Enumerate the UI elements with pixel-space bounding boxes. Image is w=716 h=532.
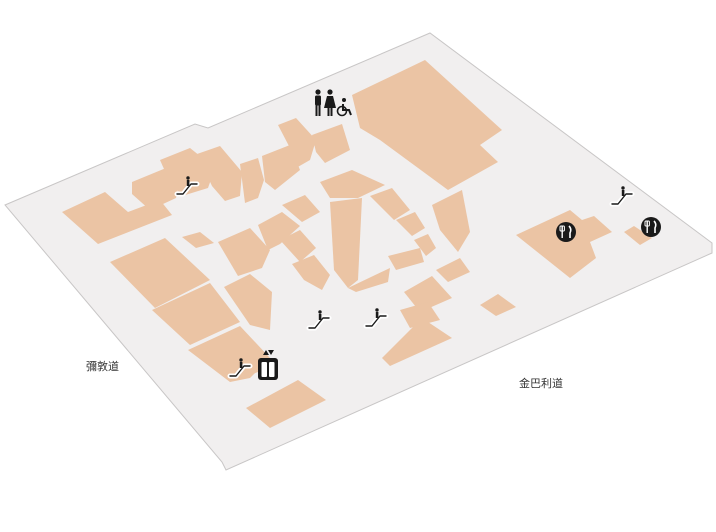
shop-unit[interactable] (110, 238, 210, 308)
escalator-icon[interactable] (306, 310, 332, 331)
shop-unit[interactable] (292, 255, 330, 290)
wheelchair-icon[interactable] (336, 98, 352, 117)
shop-unit[interactable] (62, 192, 172, 244)
shop-unit[interactable] (246, 380, 326, 428)
shop-unit[interactable] (240, 158, 264, 203)
shop-unit[interactable] (414, 234, 436, 256)
shop-unit[interactable] (262, 145, 300, 190)
shop-unit[interactable] (400, 302, 440, 328)
shop-unit[interactable] (330, 198, 362, 288)
shop-unit[interactable] (320, 170, 385, 198)
escalator-icon[interactable] (363, 308, 389, 329)
restaurant-icon[interactable] (556, 222, 576, 242)
shop-unit[interactable] (152, 283, 240, 345)
shop-unit[interactable] (348, 268, 390, 292)
shop-unit[interactable] (432, 190, 470, 252)
shop-unit[interactable] (382, 318, 452, 366)
shop-unit[interactable] (278, 118, 316, 168)
lift-icon[interactable] (258, 350, 278, 380)
shop-unit[interactable] (480, 294, 516, 316)
street-label-kimberley-road: 金巴利道 (519, 377, 563, 390)
restaurant-icon[interactable] (641, 217, 661, 237)
shop-unit[interactable] (388, 248, 424, 270)
shop-unit[interactable] (280, 230, 316, 262)
shop-unit[interactable] (197, 146, 242, 201)
shop-unit[interactable] (436, 258, 470, 282)
shop-unit[interactable] (258, 212, 300, 250)
shop-unit[interactable] (282, 195, 320, 222)
escalator-icon[interactable] (174, 176, 200, 197)
shop-unit[interactable] (352, 60, 502, 190)
shop-unit[interactable] (396, 212, 425, 236)
shop-unit[interactable] (224, 274, 272, 330)
shop-unit[interactable] (182, 232, 214, 248)
street-label-nathan-road: 彌敦道 (86, 360, 119, 373)
escalator-icon[interactable] (227, 358, 253, 379)
shop-unit[interactable] (132, 168, 180, 210)
shop-unit[interactable] (312, 124, 350, 163)
restroom-icon[interactable] (315, 89, 336, 116)
shop-unit[interactable] (370, 188, 410, 220)
shop-unit[interactable] (404, 276, 452, 312)
shop-unit[interactable] (624, 226, 652, 245)
escalator-icon[interactable] (609, 186, 635, 207)
shop-unit[interactable] (516, 210, 612, 278)
shop-unit[interactable] (218, 228, 270, 276)
shop-units (62, 60, 652, 428)
